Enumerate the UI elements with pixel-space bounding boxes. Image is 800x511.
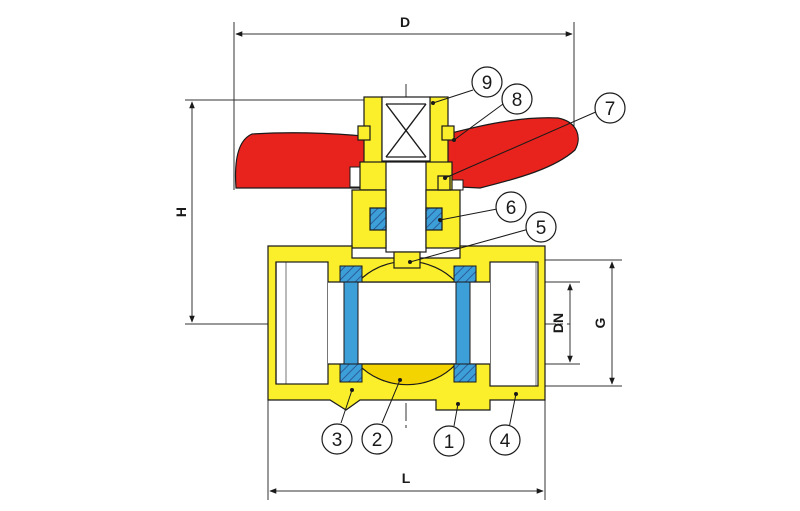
callout-2: 2 — [361, 423, 393, 455]
svg-text:4: 4 — [500, 431, 511, 452]
leader-lines — [340, 89, 599, 429]
leader-dots — [350, 101, 518, 406]
callout-1: 1 — [433, 425, 465, 457]
callout-9: 9 — [471, 66, 503, 98]
callout-7: 7 — [594, 92, 626, 124]
dimension-label-h: H — [173, 207, 189, 217]
dimension-label-d: D — [400, 14, 410, 30]
callout-6: 6 — [495, 191, 527, 223]
callout-4: 4 — [489, 424, 521, 456]
svg-text:5: 5 — [536, 218, 547, 239]
seals — [339, 265, 477, 383]
svg-text:9: 9 — [482, 73, 493, 94]
svg-text:7: 7 — [605, 99, 616, 120]
dimension-label-l: L — [402, 470, 411, 486]
callout-3: 3 — [321, 423, 353, 455]
callout-5: 5 — [525, 211, 557, 243]
stem-nut — [357, 96, 455, 253]
svg-text:6: 6 — [506, 198, 517, 219]
svg-text:2: 2 — [372, 430, 383, 451]
svg-text:3: 3 — [332, 430, 343, 451]
callout-8: 8 — [501, 83, 533, 115]
dimension-label-dn: DN — [550, 313, 566, 333]
svg-text:8: 8 — [512, 90, 523, 111]
dimension-label-g: G — [592, 317, 608, 328]
svg-text:1: 1 — [444, 432, 455, 453]
